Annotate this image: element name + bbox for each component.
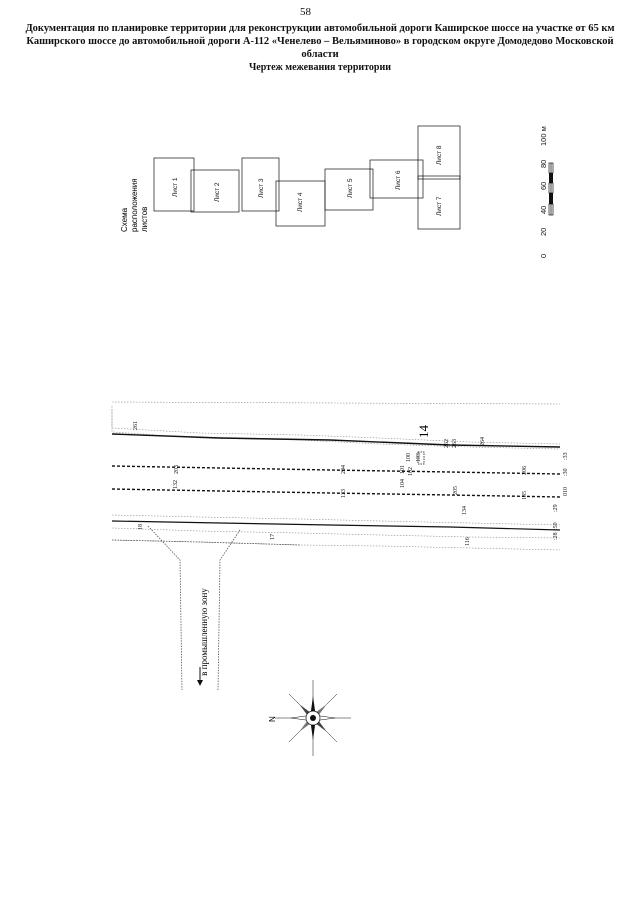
sheet-marker: 14 <box>416 425 431 439</box>
compass-north-label: N <box>268 716 277 722</box>
sheet-5-frame[interactable] <box>324 168 374 211</box>
road-annotation: в промышленную зону <box>199 588 209 676</box>
sheet-7-label: Лист 7 <box>436 196 443 216</box>
point-label: :28 <box>553 532 559 540</box>
point-label: 203 <box>174 465 180 474</box>
point-label: 135 <box>522 491 528 500</box>
point-label: :50 <box>553 522 559 530</box>
sheet-6-label: Лист 6 <box>395 170 402 190</box>
point-label: 204 <box>341 465 347 474</box>
point-label: 010 <box>563 487 569 496</box>
point-label: 18 <box>138 524 144 530</box>
point-labels: 261 262 263 264 203 132 204 133 205 134 … <box>133 421 569 546</box>
point-label: 101 <box>400 465 406 474</box>
sheet-1-frame[interactable] <box>153 157 195 212</box>
sheet-4-label: Лист 4 <box>297 192 304 212</box>
road-arrow <box>197 667 203 686</box>
scale-tick-60: 60 <box>539 182 548 190</box>
point-label: 205 <box>453 486 459 495</box>
sheet-1-label: Лист 1 <box>172 177 179 197</box>
point-label: 17 <box>270 534 276 540</box>
scale-tick-20: 20 <box>539 228 548 236</box>
point-label: 116 <box>465 537 471 546</box>
sheet-8-label: Лист 8 <box>436 145 443 165</box>
scale-tick-100: 100 м <box>539 126 548 146</box>
scale-tick-80: 80 <box>539 160 548 168</box>
sheet-2-frame[interactable] <box>190 169 240 213</box>
sheet-8-frame[interactable] <box>417 125 461 180</box>
boundary-lines <box>111 433 561 531</box>
scheme-caption-2: расположения <box>130 178 139 232</box>
point-label: 134 <box>462 506 468 515</box>
sheet-3-frame[interactable] <box>241 157 280 212</box>
point-label: 133 <box>341 489 347 498</box>
document-title: Документация по планировке территории дл… <box>22 22 618 74</box>
drawing-subtitle: Чертеж межевания территории <box>248 62 392 73</box>
page-number: 58 <box>300 6 311 18</box>
title-line-1: Документация по планировке территории дл… <box>25 23 615 34</box>
point-label: 263 <box>452 439 458 448</box>
sheet-7-frame[interactable] <box>417 175 461 230</box>
point-label: 261 <box>133 421 139 430</box>
scale-bar: 0 20 40 60 80 100 м <box>539 126 554 258</box>
scale-tick-40: 40 <box>539 206 548 214</box>
point-label: :30 <box>563 468 569 476</box>
point-label: 132 <box>173 480 179 489</box>
sheet-marker-frame <box>417 451 425 465</box>
point-label: 206 <box>522 466 528 475</box>
point-label: 104 <box>400 479 406 488</box>
sheet-5-label: Лист 5 <box>347 178 354 198</box>
point-label: 100 <box>406 453 412 462</box>
sheet-3-label: Лист 3 <box>258 178 265 198</box>
sheet-2-label: Лист 2 <box>214 182 221 202</box>
scale-tick-0: 0 <box>539 254 548 258</box>
point-label: 103 <box>416 453 422 462</box>
point-label: :29 <box>553 504 559 512</box>
point-label: :33 <box>563 452 569 460</box>
scheme-caption-3: листов <box>140 207 149 232</box>
sheet-scheme: Схема расположения листов Лист 1 Лист 2 … <box>120 125 461 232</box>
title-line-2: Каширского шоссе до автомобильной дороги… <box>26 36 614 60</box>
point-label: 264 <box>480 437 486 446</box>
point-label: 262 <box>444 439 450 448</box>
scheme-caption-1: Схема <box>120 207 129 232</box>
access-road <box>111 525 301 691</box>
point-label: 102 <box>408 467 414 476</box>
compass-rose-icon <box>275 680 351 756</box>
